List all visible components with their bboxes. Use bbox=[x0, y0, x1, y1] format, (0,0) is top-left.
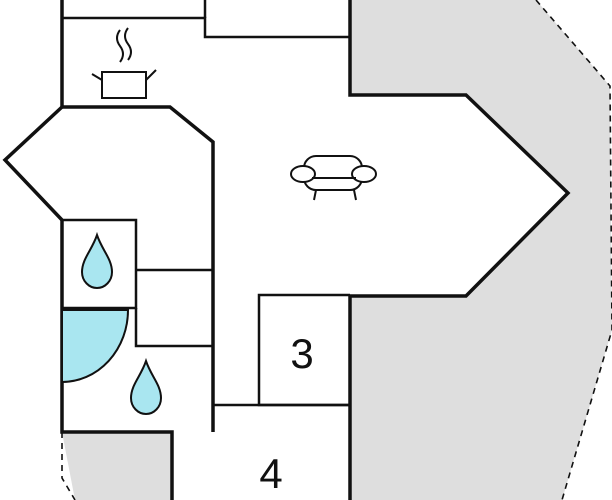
water-drop-icon bbox=[80, 231, 114, 290]
armchair-icon bbox=[290, 155, 377, 201]
top-rooms-wall bbox=[62, 16, 350, 39]
terrace-boundary-left bbox=[61, 432, 76, 500]
outside-area-bottom-left bbox=[62, 432, 172, 500]
cooking-pot-icon bbox=[91, 27, 157, 99]
bathroom-upper-partition bbox=[62, 218, 138, 310]
room-4-label: 4 bbox=[259, 450, 282, 497]
room-3-label: 3 bbox=[290, 330, 313, 377]
water-drop-icon bbox=[129, 357, 163, 416]
terrace-boundary-right bbox=[535, 0, 612, 500]
hallway-west-wall bbox=[62, 105, 215, 432]
west-bay-wall bbox=[2, 105, 64, 222]
storage-lower-partition bbox=[134, 308, 213, 348]
outside-area-right bbox=[350, 0, 612, 500]
shower-quarter-icon bbox=[61, 309, 130, 384]
